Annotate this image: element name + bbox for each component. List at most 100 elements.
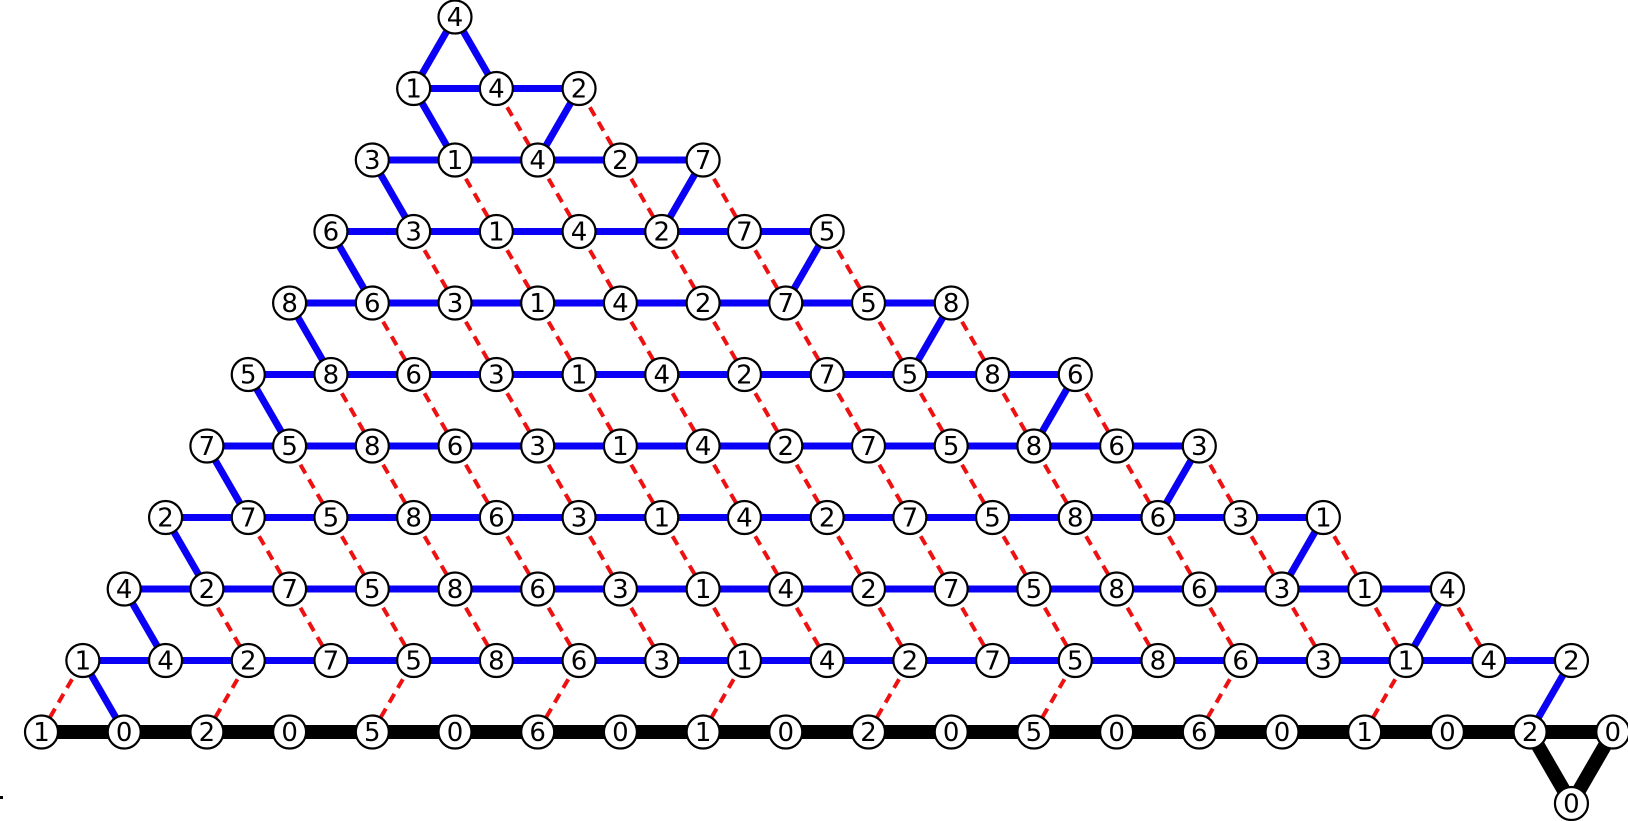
node-circle xyxy=(602,714,639,750)
node-circle xyxy=(272,285,308,321)
node-label: 5 xyxy=(405,647,422,677)
node-circle xyxy=(1057,499,1093,536)
node-circle xyxy=(561,70,597,107)
node-circle xyxy=(933,571,969,607)
node-circle xyxy=(685,428,721,464)
graph-node: 3 xyxy=(396,213,432,250)
node-circle xyxy=(1429,714,1466,750)
node-circle xyxy=(1471,642,1507,679)
node-label: 3 xyxy=(488,361,505,391)
graph-node: 0 xyxy=(1429,714,1466,750)
graph-node: 5 xyxy=(354,714,390,750)
node-label: 6 xyxy=(447,432,464,462)
node-label: 6 xyxy=(1232,647,1249,677)
graph-node: 8 xyxy=(354,428,390,464)
node-label: 2 xyxy=(695,289,712,319)
node-circle xyxy=(1264,571,1300,607)
graph-node: 7 xyxy=(272,571,308,607)
graph-node: 4 xyxy=(106,571,142,607)
node-circle xyxy=(726,642,763,679)
node-circle xyxy=(809,642,845,679)
node-label: 2 xyxy=(860,718,877,748)
node-label: 4 xyxy=(819,647,836,677)
graph-node: 2 xyxy=(147,499,184,536)
node-circle xyxy=(644,642,680,679)
graph-node: 1 xyxy=(602,428,639,464)
node-label: 6 xyxy=(571,647,588,677)
graph-node: 7 xyxy=(685,142,721,178)
node-label: 2 xyxy=(653,218,670,248)
graph-node: 4 xyxy=(520,142,556,178)
graph-node: 0 xyxy=(1264,714,1300,750)
node-label: 7 xyxy=(736,218,753,248)
node-label: 3 xyxy=(1315,647,1332,677)
node-circle xyxy=(147,642,184,679)
node-circle xyxy=(1553,785,1590,821)
node-label: 4 xyxy=(778,575,795,605)
node-circle xyxy=(850,714,887,750)
node-label: 5 xyxy=(240,361,257,391)
graph-node: 8 xyxy=(933,285,969,321)
node-label: 4 xyxy=(157,647,174,677)
node-circle xyxy=(1264,714,1300,750)
node-circle xyxy=(1140,499,1176,536)
node-circle xyxy=(1057,642,1093,679)
node-label: 2 xyxy=(157,504,174,534)
graph-node: 8 xyxy=(974,356,1011,393)
node-circle xyxy=(189,714,225,750)
node-circle xyxy=(478,213,514,250)
node-circle xyxy=(396,213,432,250)
graph-node: 8 xyxy=(1016,428,1052,464)
node-label: 6 xyxy=(1108,432,1125,462)
node-circle xyxy=(1305,642,1341,679)
node-label: 1 xyxy=(612,432,629,462)
node-circle xyxy=(933,285,969,321)
node-label: 2 xyxy=(240,647,257,677)
node-circle xyxy=(726,213,763,250)
node-circle xyxy=(726,499,763,536)
node-circle xyxy=(644,213,680,250)
graph-node: 6 xyxy=(478,499,514,536)
node-circle xyxy=(561,499,597,536)
node-circle xyxy=(685,285,721,321)
node-label: 0 xyxy=(1274,718,1291,748)
graph-node: 5 xyxy=(272,428,308,464)
node-label: 3 xyxy=(1274,575,1291,605)
node-label: 8 xyxy=(405,504,422,534)
node-circle xyxy=(272,714,308,750)
graph-node: 5 xyxy=(396,642,432,679)
graph-node: 4 xyxy=(1429,571,1466,607)
node-circle xyxy=(1016,714,1052,750)
graph-node: 7 xyxy=(189,428,225,464)
graph-node: 4 xyxy=(809,642,845,679)
node-label: 0 xyxy=(281,718,298,748)
graph-node: 7 xyxy=(726,213,763,250)
node-circle xyxy=(437,571,473,607)
node-label: 5 xyxy=(364,575,381,605)
node-circle xyxy=(189,571,225,607)
node-circle xyxy=(354,142,390,178)
node-circle xyxy=(313,642,349,679)
graph-node: 7 xyxy=(809,356,845,393)
node-label: 0 xyxy=(612,718,629,748)
node-circle xyxy=(1388,642,1424,679)
node-circle xyxy=(768,428,804,464)
node-circle xyxy=(892,499,928,536)
graph-node: 1 xyxy=(437,142,473,178)
node-label: 4 xyxy=(116,575,133,605)
corner-dot xyxy=(0,796,3,799)
node-label: 8 xyxy=(984,361,1001,391)
graph-node: 0 xyxy=(1595,714,1628,750)
graph-node: 0 xyxy=(437,714,473,750)
graph-node: 2 xyxy=(809,499,845,536)
graph-node: 7 xyxy=(313,642,349,679)
node-label: 5 xyxy=(984,504,1001,534)
node-label: 1 xyxy=(571,361,588,391)
node-circle xyxy=(520,428,556,464)
node-label: 3 xyxy=(612,575,629,605)
node-label: 3 xyxy=(1191,432,1208,462)
graph-node: 7 xyxy=(230,499,266,536)
node-circle xyxy=(354,571,390,607)
graph-node: 2 xyxy=(685,285,721,321)
graph-node: 4 xyxy=(644,356,680,393)
